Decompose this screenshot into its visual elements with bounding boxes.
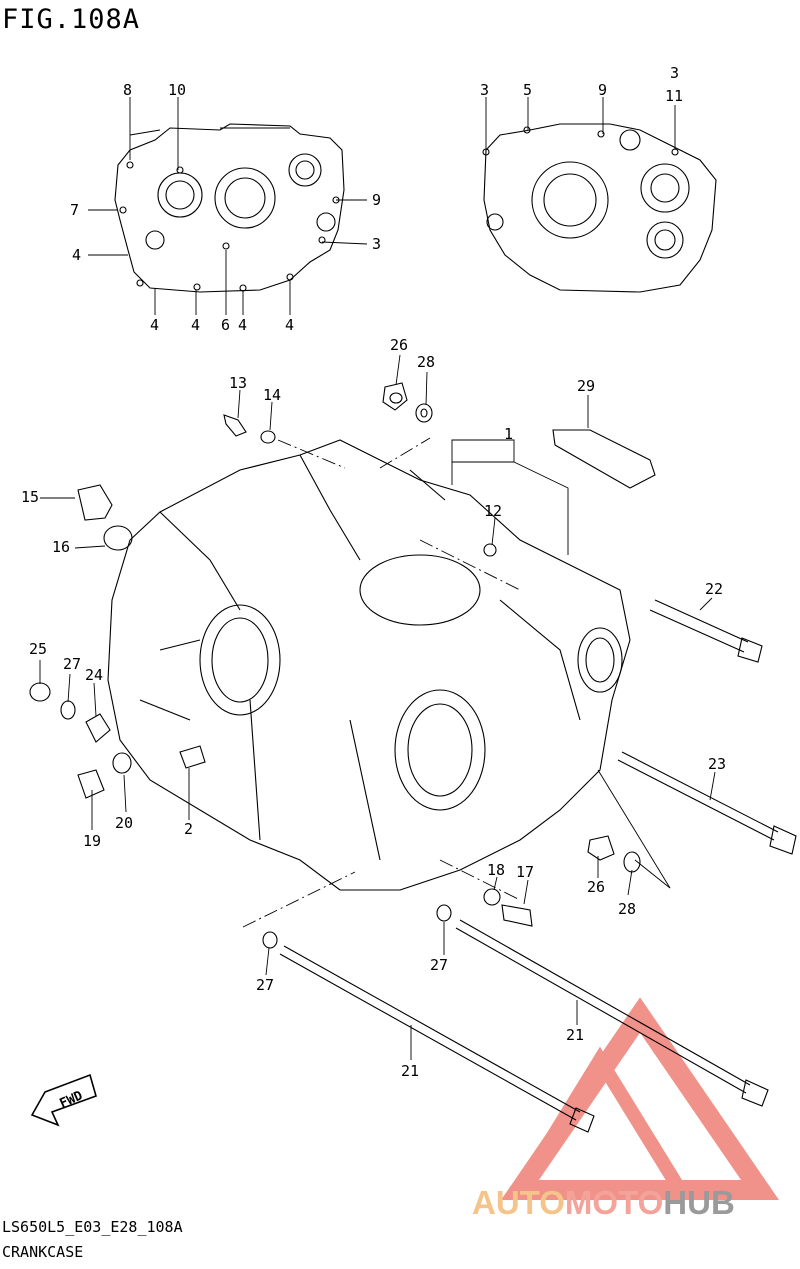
callout-29: 29	[577, 377, 595, 395]
fwd-arrow	[30, 1073, 97, 1127]
callout-9: 9	[598, 81, 607, 99]
callout-7: 7	[70, 201, 79, 219]
callout-24: 24	[85, 666, 103, 684]
callout-4: 4	[191, 316, 200, 334]
callout-13: 13	[229, 374, 247, 392]
watermark-part-moto: MOTO	[564, 1184, 664, 1221]
long-bolt-21-left	[279, 945, 595, 1133]
watermark-text: AUTOMOTOHUB	[472, 1184, 735, 1222]
callout-16: 16	[52, 538, 70, 556]
right-crankcase-half-view	[482, 123, 717, 293]
callout-10: 10	[168, 81, 186, 99]
callout-4: 4	[150, 316, 159, 334]
callout-3: 3	[372, 235, 381, 253]
callout-23: 23	[708, 755, 726, 773]
callout-22: 22	[705, 580, 723, 598]
callout-15: 15	[21, 488, 39, 506]
callout-11: 11	[665, 87, 683, 105]
callout-26: 26	[390, 336, 408, 354]
callout-19: 19	[83, 832, 101, 850]
callout-20: 20	[115, 814, 133, 832]
watermark-part-hub: HUB	[663, 1184, 735, 1221]
callout-3: 3	[670, 64, 679, 82]
callout-5: 5	[523, 81, 532, 99]
alignment-lines	[242, 437, 521, 928]
watermark-part-auto: AUTO	[472, 1184, 565, 1221]
callout-8: 8	[123, 81, 132, 99]
watermark-logo	[501, 997, 779, 1200]
callout-27: 27	[256, 976, 274, 994]
callout-4: 4	[285, 316, 294, 334]
long-bolt-21-right	[455, 919, 769, 1107]
main-crankcase-assembly	[107, 439, 631, 891]
callout-17: 17	[516, 863, 534, 881]
callout-21: 21	[401, 1062, 419, 1080]
callout-6: 6	[221, 316, 230, 334]
small-parts	[29, 382, 656, 949]
left-crankcase-half-view	[114, 123, 345, 293]
callout-12: 12	[484, 502, 502, 520]
callout-21: 21	[566, 1026, 584, 1044]
callout-4: 4	[72, 246, 81, 264]
figure-title: FIG.108A	[2, 4, 141, 35]
callout-18: 18	[487, 861, 505, 879]
callout-27: 27	[63, 655, 81, 673]
leader-lines	[39, 97, 716, 1060]
bolt-23	[617, 751, 797, 855]
callout-4: 4	[238, 316, 247, 334]
footer-name: CRANKCASE	[2, 1243, 84, 1261]
callout-9: 9	[372, 191, 381, 209]
callout-28: 28	[417, 353, 435, 371]
callout-28: 28	[618, 900, 636, 918]
callout-26: 26	[587, 878, 605, 896]
callout-1: 1	[504, 425, 513, 443]
callout-3: 3	[480, 81, 489, 99]
fwd-label: FWD	[58, 1088, 86, 1111]
bolt-22	[649, 599, 763, 663]
callout-27: 27	[430, 956, 448, 974]
callout-14: 14	[263, 386, 281, 404]
footer-code: LS650L5_E03_E28_108A	[2, 1218, 183, 1236]
callout-numbers: 8 10 7 4 9 3 4 4 6 4 4 3 5 9 3 11 26 28 …	[21, 64, 726, 1080]
callout-2: 2	[184, 820, 193, 838]
callout-25: 25	[29, 640, 47, 658]
